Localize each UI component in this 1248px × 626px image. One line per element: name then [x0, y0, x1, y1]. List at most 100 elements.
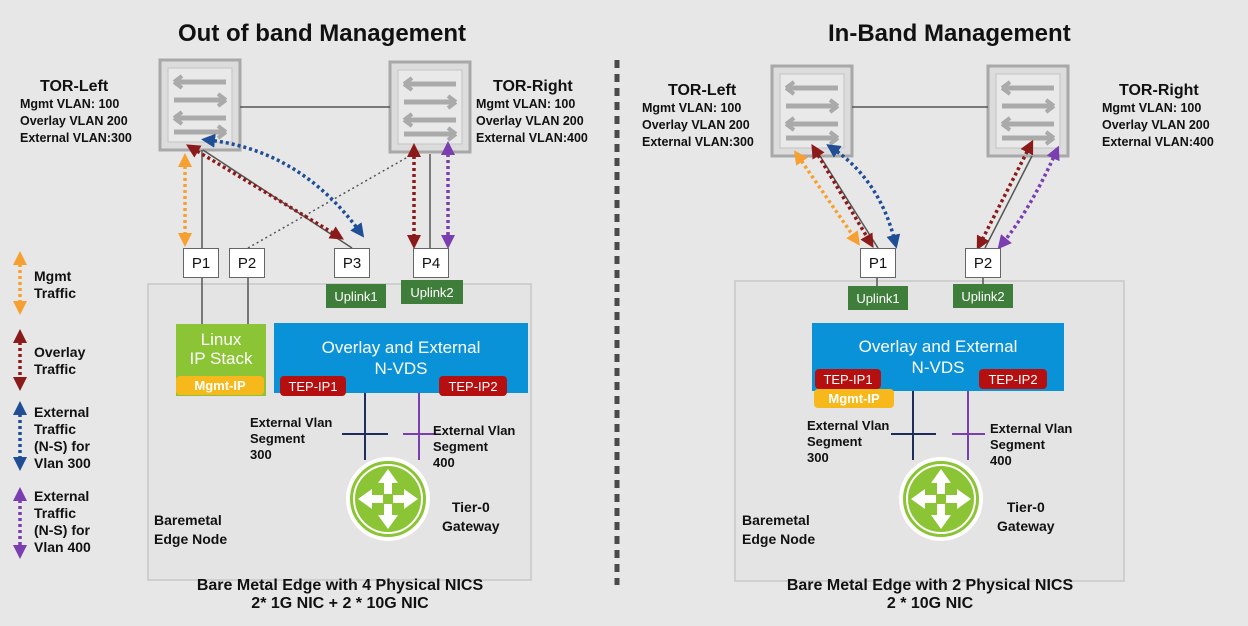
caption-line: 2* 1G NIC + 2 * 10G NIC — [251, 595, 429, 612]
nvds-title: Overlay and External — [858, 337, 1018, 356]
edge-node-line: Baremetal — [742, 512, 810, 528]
ip-stack-label: IP Stack — [189, 349, 253, 368]
legend-line: Traffic — [34, 421, 77, 437]
legend-line: External — [34, 404, 90, 420]
uplink2-label: Uplink2 — [401, 280, 463, 304]
tor-info-line: External VLAN:400 — [1102, 135, 1214, 149]
external-300-traffic-arrow — [826, 144, 901, 249]
segment-line: Segment — [250, 431, 305, 446]
overlay-traffic-arrow — [811, 143, 874, 249]
legend-line: External — [34, 488, 90, 504]
segment-line: External Vlan — [807, 418, 890, 433]
legend-line: Overlay — [34, 344, 86, 360]
caption-line: 2 * 10G NIC — [886, 595, 974, 612]
uplink1-label: Uplink1 — [326, 284, 386, 308]
segment-300-label: External Vlan Segment 300 — [250, 415, 332, 463]
tier0-line: Gateway — [997, 518, 1055, 534]
tier0-router-icon — [899, 457, 983, 541]
tier0-line: Tier-0 — [451, 499, 490, 515]
segment-line: External Vlan — [250, 415, 333, 430]
segment-line: External Vlan — [990, 421, 1073, 436]
segment-300-label: External Vlan Segment 300 — [807, 418, 889, 466]
segment-400-label: External Vlan Segment 400 — [990, 421, 1072, 469]
port-p2: P2 — [965, 248, 1001, 278]
tor-right-info: Mgmt VLAN: 100 Overlay VLAN 200 External… — [1102, 100, 1214, 151]
segment-line: External Vlan — [433, 423, 516, 438]
tor-info-line: Overlay VLAN 200 — [20, 114, 128, 128]
tier0-line: Tier-0 — [1006, 499, 1045, 515]
tor-info-line: External VLAN:300 — [20, 131, 132, 145]
legend-line: Traffic — [34, 361, 77, 377]
legend-line: (N-S) for — [34, 522, 90, 538]
edge-node-line: Edge Node — [154, 531, 228, 547]
legend-line: (N-S) for — [34, 438, 90, 454]
linux-label: Linux — [200, 330, 242, 349]
edge-node-label: Baremetal Edge Node — [154, 511, 227, 549]
legend-overlay: Overlay Traffic — [34, 344, 85, 378]
legend-external-300: External Traffic (N-S) for Vlan 300 — [34, 404, 91, 472]
legend-line: Traffic — [34, 285, 77, 301]
edge-node-label: Baremetal Edge Node — [742, 511, 815, 549]
left-title: Out of band Management — [178, 20, 466, 47]
legend-line: Vlan 400 — [34, 539, 91, 555]
tier0-gateway-label: Tier-0 Gateway — [997, 498, 1055, 536]
tep-ip1-badge: TEP-IP1 — [815, 369, 881, 389]
segment-line: Segment — [990, 437, 1045, 452]
segment-400-label: External Vlan Segment 400 — [433, 423, 515, 471]
legend-line: Traffic — [34, 505, 77, 521]
overlay-traffic-arrow — [976, 139, 1034, 251]
nvds-title: Overlay and External — [321, 338, 481, 357]
tep-ip2-badge: TEP-IP2 — [979, 369, 1047, 389]
tor-info-line: External VLAN:300 — [642, 135, 754, 149]
tor-info-line: External VLAN:400 — [476, 131, 588, 145]
caption-line: Bare Metal Edge with 2 Physical NICS — [786, 577, 1074, 594]
segment-line: 300 — [250, 447, 272, 462]
tor-info-line: Overlay VLAN 200 — [476, 114, 584, 128]
tor-info-line: Mgmt VLAN: 100 — [476, 97, 576, 111]
right-title: In-Band Management — [828, 20, 1071, 47]
tor-left-switch-icon — [772, 66, 852, 156]
mgmt-ip-badge: Mgmt-IP — [814, 389, 894, 408]
segment-line: Segment — [807, 434, 862, 449]
legend-external-400: External Traffic (N-S) for Vlan 400 — [34, 488, 91, 556]
caption-line: Bare Metal Edge with 4 Physical NICS — [196, 577, 484, 594]
overlay-traffic-arrow — [186, 144, 344, 240]
nvds-subtitle: N-VDS — [911, 358, 965, 377]
uplink2-label: Uplink2 — [953, 284, 1013, 308]
tor-left-name: TOR-Left — [40, 78, 109, 95]
segment-line: 400 — [990, 453, 1012, 468]
left-caption: Bare Metal Edge with 4 Physical NICS 2* … — [150, 577, 530, 613]
tor-info-line: Mgmt VLAN: 100 — [20, 97, 120, 111]
right-caption: Bare Metal Edge with 2 Physical NICS 2 *… — [740, 577, 1120, 613]
mgmt-ip-badge: Mgmt-IP — [176, 376, 264, 395]
tor-left-info: Mgmt VLAN: 100 Overlay VLAN 200 External… — [642, 100, 754, 151]
tor-left-name: TOR-Left — [668, 82, 737, 99]
external-400-traffic-arrow — [997, 145, 1060, 250]
edge-node-line: Baremetal — [154, 512, 222, 528]
external-300-traffic-arrow — [201, 133, 365, 238]
tor-info-line: Overlay VLAN 200 — [642, 118, 750, 132]
edge-node-line: Edge Node — [742, 531, 816, 547]
port-p3: P3 — [334, 248, 370, 278]
segment-line: 300 — [807, 450, 829, 465]
port-p1: P1 — [860, 248, 896, 278]
uplink1-label: Uplink1 — [848, 286, 908, 310]
tep-ip2-badge: TEP-IP2 — [439, 376, 507, 396]
port-p1: P1 — [183, 248, 219, 278]
legend-line: Mgmt — [34, 268, 72, 284]
tor-info-line: Mgmt VLAN: 100 — [642, 101, 742, 115]
segment-line: Segment — [433, 439, 488, 454]
tier0-line: Gateway — [442, 518, 500, 534]
tier0-router-icon — [346, 457, 430, 541]
legend-line: Vlan 300 — [34, 455, 91, 471]
port-p2: P2 — [229, 248, 265, 278]
tor-info-line: Mgmt VLAN: 100 — [1102, 101, 1202, 115]
tor-right-switch-icon — [988, 66, 1068, 156]
tor-right-info: Mgmt VLAN: 100 Overlay VLAN 200 External… — [476, 96, 588, 147]
tor-left-switch-icon — [160, 60, 240, 150]
tor-right-name: TOR-Right — [493, 78, 573, 95]
tor-info-line: Overlay VLAN 200 — [1102, 118, 1210, 132]
port-p4: P4 — [413, 248, 449, 278]
legend-mgmt: Mgmt Traffic — [34, 268, 76, 302]
tor-right-name: TOR-Right — [1119, 82, 1199, 99]
